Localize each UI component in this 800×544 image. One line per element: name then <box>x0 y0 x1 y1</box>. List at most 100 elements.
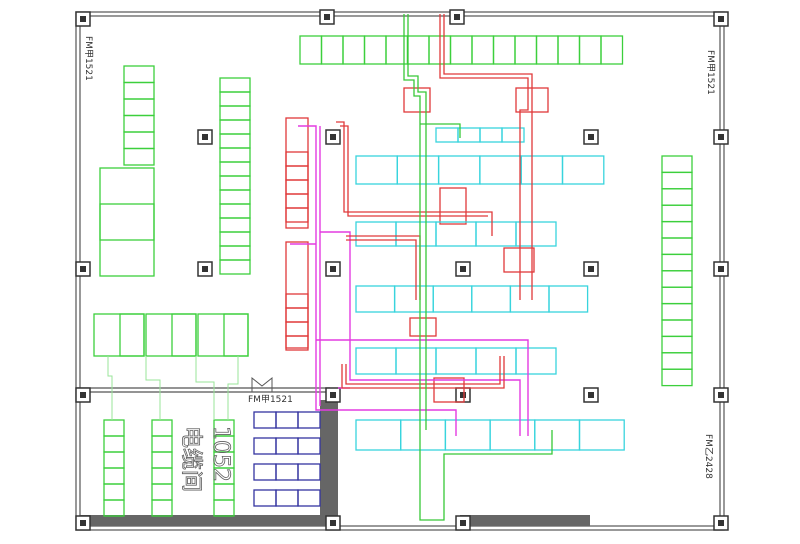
cabinet-cell <box>123 81 155 100</box>
blue-cabinet <box>253 437 277 455</box>
cabinet-cell <box>661 171 693 190</box>
cabinet-cell <box>123 114 155 133</box>
rack-cell <box>437 155 481 185</box>
rack-cell <box>479 155 522 185</box>
blue-cabinet <box>297 489 321 507</box>
cabinet-cell <box>151 467 173 485</box>
rack-cell <box>355 221 397 247</box>
ahu-cell <box>285 335 309 351</box>
cabinet-cell <box>103 499 125 517</box>
rack-cell <box>435 221 477 247</box>
valve-box <box>409 317 437 337</box>
room-number: 1052 <box>208 426 233 482</box>
cabinet-cell <box>219 133 251 149</box>
ahu-cell <box>285 165 309 181</box>
green-cabinets <box>93 35 693 517</box>
rack-cell <box>355 347 397 375</box>
ahu-unit <box>285 241 309 349</box>
magenta-duct-routing <box>290 125 529 436</box>
cabinet-block <box>99 167 155 277</box>
ahu-cell <box>285 293 309 309</box>
column-core <box>718 16 724 22</box>
cabinet-cell <box>661 253 693 272</box>
rack-cell <box>395 347 437 375</box>
column-core <box>324 14 330 20</box>
column-core <box>460 392 466 398</box>
rack-cell <box>355 155 398 185</box>
column-core <box>588 134 594 140</box>
wall-label-top-left: FM甲1521 <box>83 36 94 81</box>
column-core <box>202 266 208 272</box>
cabinet-cell <box>103 435 125 453</box>
rack-cell <box>355 419 402 451</box>
rack-cell <box>457 127 481 143</box>
cabinet-cell <box>363 35 387 65</box>
cabinet-cell <box>151 483 173 501</box>
cabinet-cell <box>406 35 430 65</box>
cabinet-cell <box>535 35 559 65</box>
structural-columns <box>75 9 729 531</box>
rack-cell <box>435 127 459 143</box>
cabinet-cell <box>219 189 251 205</box>
cabinet-cell <box>151 451 173 469</box>
ahu-cell <box>285 151 309 167</box>
cabinet-cell <box>219 161 251 177</box>
cabinet-cell <box>151 499 173 517</box>
cabinet-cell <box>661 220 693 239</box>
column-core <box>80 520 86 526</box>
cabinet-cell <box>342 35 366 65</box>
ahu-cell <box>285 193 309 209</box>
rack-cell <box>520 155 564 185</box>
column-core <box>718 134 724 140</box>
cabinet-cell <box>219 147 251 163</box>
cabinet-cell <box>213 499 235 517</box>
cabinet-cell <box>661 352 693 370</box>
cabinet-cell <box>514 35 538 65</box>
blue-cabinet <box>253 411 277 429</box>
rack-cell <box>515 347 557 375</box>
column-core <box>80 392 86 398</box>
rack-cell <box>479 127 503 143</box>
rack-cell <box>432 285 473 313</box>
blue-cabinet <box>297 463 321 481</box>
rack-cell <box>393 285 434 313</box>
rack-cell <box>561 155 605 185</box>
cabinet-cell <box>103 467 125 485</box>
valve-box <box>439 187 467 225</box>
wall-label-bottom-right: FM乙2428 <box>703 434 714 479</box>
cabinet-cell <box>219 77 251 93</box>
blue-cabinet <box>253 463 277 481</box>
blue-cabinet <box>275 489 299 507</box>
cabinet-cell <box>103 451 125 469</box>
cabinet-cell <box>219 105 251 121</box>
cabinet-cell <box>219 259 251 275</box>
rack-cell <box>534 419 581 451</box>
ahu-cell <box>285 307 309 323</box>
cabinet-cell <box>661 319 693 338</box>
cabinet-cell <box>471 35 495 65</box>
cabinet-cell <box>661 270 693 288</box>
room-label: 电缆间 <box>178 426 203 492</box>
cabinet-cell <box>219 91 251 107</box>
cabinet-cell <box>219 175 251 191</box>
door-symbol <box>251 376 273 392</box>
cabinet-cell <box>661 237 693 256</box>
rack-cell <box>501 127 525 143</box>
cabinet-cell <box>123 131 155 150</box>
cabinet-cell <box>661 302 693 321</box>
valve-box <box>403 87 431 113</box>
cabinet-cell <box>661 368 693 387</box>
cabinet-connectors <box>107 356 239 420</box>
column-core <box>718 520 724 526</box>
ahu-cell <box>285 321 309 337</box>
cabinet-cell <box>123 147 155 166</box>
blue-cabinet <box>253 489 277 507</box>
rack-cell <box>509 285 550 313</box>
cabinet-cell <box>103 483 125 501</box>
rack-cell <box>475 347 517 375</box>
column-core <box>460 266 466 272</box>
rack-cell <box>435 347 477 375</box>
blue-cabinets <box>253 411 321 507</box>
cabinet-cell <box>557 35 581 65</box>
